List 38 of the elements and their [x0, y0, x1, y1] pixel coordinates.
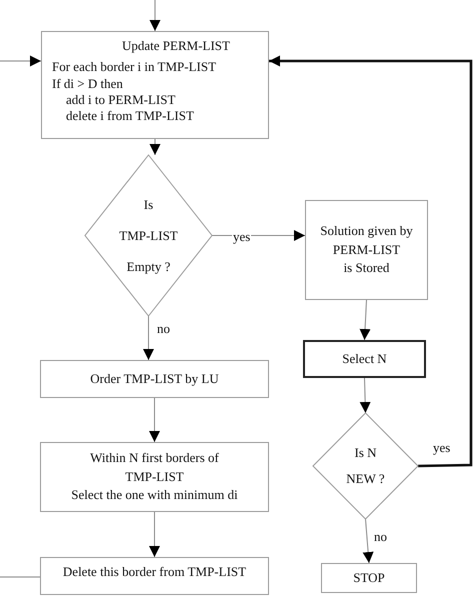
decision-text: Is N	[354, 444, 377, 462]
box-text: Select N	[342, 350, 387, 368]
box-text: STOP	[353, 570, 385, 586]
pseudocode-line: delete i from TMP-LIST	[66, 108, 194, 124]
pseudocode-line: add i to PERM-LIST	[66, 92, 176, 108]
arrow	[0, 56, 42, 66]
arrow	[150, 138, 160, 156]
process-box	[40, 557, 269, 595]
process-box	[303, 340, 426, 378]
decision-text: TMP-LIST	[119, 226, 178, 245]
process-box	[40, 360, 269, 398]
arrow	[149, 512, 160, 558]
arrow	[362, 518, 374, 564]
process-box	[305, 200, 428, 300]
box-text: TMP-LIST	[125, 468, 184, 486]
box-text: Within N first borders of	[90, 448, 219, 467]
process-box	[41, 31, 269, 139]
arrow	[149, 398, 160, 442]
decision-text: NEW ?	[346, 470, 385, 488]
box-text: Select the one with minimum di	[71, 486, 238, 504]
arrow	[150, 0, 160, 32]
arrow	[269, 56, 472, 468]
box-text: is Stored	[344, 259, 390, 278]
box-heading: Update PERM-LIST	[122, 38, 230, 54]
box-text: Order TMP-LIST by LU	[90, 370, 219, 388]
arrow	[360, 378, 371, 414]
decision-text: Is	[144, 196, 154, 214]
process-box	[40, 442, 269, 512]
pseudocode-line: For each border i in TMP-LIST	[52, 59, 216, 76]
arrow	[212, 230, 306, 241]
pseudocode-line: If di > D then	[52, 76, 123, 92]
arrow	[143, 316, 154, 360]
arrow	[360, 300, 371, 340]
decision-text: Empty ?	[126, 258, 170, 276]
box-text: Delete this border from TMP-LIST	[62, 564, 246, 580]
process-box	[321, 563, 417, 593]
box-text: PERM-LIST	[332, 240, 400, 259]
box-text: Solution given by	[320, 222, 413, 240]
